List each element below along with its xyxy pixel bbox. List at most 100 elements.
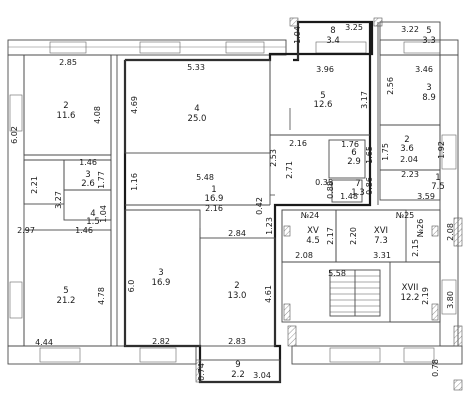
room-area: 16.9 — [205, 194, 224, 204]
dimension: 1.46 — [79, 158, 97, 167]
dimension: 5.48 — [196, 173, 214, 182]
room-area: 7.3 — [374, 236, 388, 246]
room-number: XV — [307, 226, 319, 236]
dimension: 6.0 — [127, 280, 136, 293]
dimension: 3.27 — [54, 191, 63, 209]
room-number: 2 — [234, 281, 239, 291]
dimension: 2.83 — [228, 337, 246, 346]
room-number: XVI — [374, 226, 388, 236]
room-area: 12.2 — [401, 293, 420, 303]
dimension: 2.71 — [285, 161, 294, 179]
dimension: 2.08 — [446, 223, 455, 241]
apartment-label: №26 — [416, 219, 425, 238]
dimension: 2.19 — [421, 287, 430, 305]
dimension: 4.78 — [97, 287, 106, 305]
dimension: 3.17 — [360, 91, 369, 109]
room-area: 1.5 — [86, 217, 100, 227]
room-area: 3.6 — [400, 144, 414, 154]
room-number: 5 — [63, 286, 68, 296]
dimension: 3.04 — [253, 371, 271, 380]
dimension: 3.59 — [417, 192, 435, 201]
room-area: 21.2 — [57, 296, 76, 306]
room-number: 2 — [404, 135, 409, 145]
dimension: 2.17 — [326, 227, 335, 245]
dimension: 1.65 — [365, 146, 374, 164]
room-area: 3.4 — [326, 36, 340, 46]
dimension: 2.84 — [228, 229, 246, 238]
room-area: 2.9 — [347, 157, 361, 167]
dimension: 3.46 — [415, 65, 433, 74]
dimension-labels: 2.85 4.08 6.02 1.46 1.77 2.21 3.27 2.97 … — [10, 23, 455, 381]
room-area: 1.3 — [351, 188, 365, 198]
dimension: 2.56 — [386, 77, 395, 95]
dimension: 1.23 — [265, 217, 274, 235]
room-number: 4 — [90, 209, 95, 219]
dimension: 1.48 — [340, 192, 358, 201]
room-number: 3 — [158, 268, 163, 278]
dimension: 2.15 — [411, 239, 420, 257]
dimension: 2.16 — [289, 139, 307, 148]
room-number: 6 — [351, 148, 356, 158]
room-number: 9 — [235, 360, 240, 370]
dimension: 2.20 — [349, 227, 358, 245]
room-number: 5 — [320, 91, 325, 101]
dimension: 0.74 — [197, 363, 206, 381]
dimension: 1.77 — [97, 171, 106, 189]
apartment-labels: №24 №25 №26 — [301, 211, 425, 237]
room-area: 4.5 — [306, 236, 320, 246]
dimension: 1.76 — [341, 140, 359, 149]
dimension: 1.16 — [130, 173, 139, 191]
dimension: 4.61 — [264, 285, 273, 303]
room-number: 4 — [194, 104, 199, 114]
room-number: 1 — [435, 173, 440, 183]
room-labels: 2 11.6 3 2.6 4 1.5 5 21.2 4 25.0 1 16.9 … — [57, 26, 445, 380]
room-area: 3.3 — [422, 36, 436, 46]
room-number: 8 — [330, 26, 335, 36]
room-area: 8.9 — [422, 93, 436, 103]
dimension: 2.53 — [269, 149, 278, 167]
dimension: 2.97 — [17, 226, 35, 235]
dimension: 1.04 — [293, 26, 302, 44]
dimension: 2.82 — [152, 337, 170, 346]
room-number: 1 — [211, 185, 216, 195]
dimension: 2.23 — [401, 170, 419, 179]
room-number: XVII — [402, 283, 419, 293]
room-area: 2.6 — [81, 179, 95, 189]
dimension: 3.96 — [316, 65, 334, 74]
room-number: 3 — [85, 170, 90, 180]
apartment-label: №25 — [396, 211, 415, 220]
room-number: 7 — [355, 179, 360, 189]
room-number: 2 — [63, 101, 68, 111]
central-apartment-walls — [123, 20, 374, 384]
dimension: 4.69 — [130, 96, 139, 114]
room-area: 11.6 — [57, 111, 76, 121]
room-number: 3 — [426, 83, 431, 93]
dimension: 2.21 — [30, 176, 39, 194]
dimension: 1.75 — [381, 143, 390, 161]
room-number: 5 — [426, 26, 431, 36]
dimension: 0.86 — [365, 177, 374, 195]
dimension: 2.85 — [59, 58, 77, 67]
hatched-posts — [195, 17, 463, 391]
dimension: 2.16 — [205, 204, 223, 213]
left-apartment-walls — [23, 54, 118, 347]
room-area: 12.6 — [314, 100, 333, 110]
room-area: 16.9 — [152, 278, 171, 288]
dimension: 3.22 — [401, 25, 419, 34]
dimension: 2.08 — [295, 251, 313, 260]
room-area: 25.0 — [188, 114, 207, 124]
dimension: 5.33 — [187, 63, 205, 72]
dimension: 2.04 — [400, 155, 418, 164]
room-area: 2.2 — [231, 370, 245, 380]
dimension: 3.80 — [446, 291, 455, 309]
dimension: 3.31 — [373, 251, 391, 260]
dimension: 5.58 — [328, 269, 346, 278]
dimension: 3.25 — [345, 23, 363, 32]
dimension: 1.46 — [75, 226, 93, 235]
dimension: 4.08 — [93, 106, 102, 124]
apartment-label: №24 — [301, 211, 320, 220]
room-area: 7.5 — [431, 182, 445, 192]
dimension: 6.02 — [10, 126, 19, 144]
dimension: 0.88 — [326, 181, 335, 199]
dimension: 0.35 — [315, 178, 333, 187]
